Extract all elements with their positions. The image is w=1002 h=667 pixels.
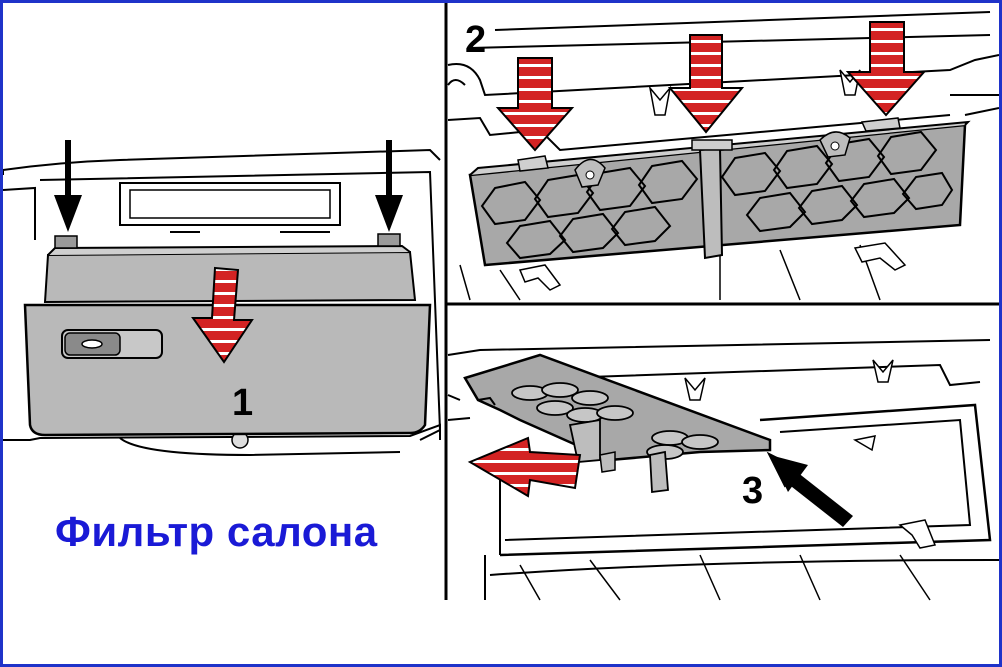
- step-3-label: 3: [742, 470, 763, 512]
- panel-filter-removal: [447, 339, 999, 601]
- step-2-label: 2: [465, 19, 486, 61]
- caption-title: Фильтр салона: [55, 508, 378, 555]
- panel-filter-installed: [447, 11, 999, 301]
- panel-glovebox: [3, 140, 442, 457]
- step-1-label: 1: [232, 382, 253, 424]
